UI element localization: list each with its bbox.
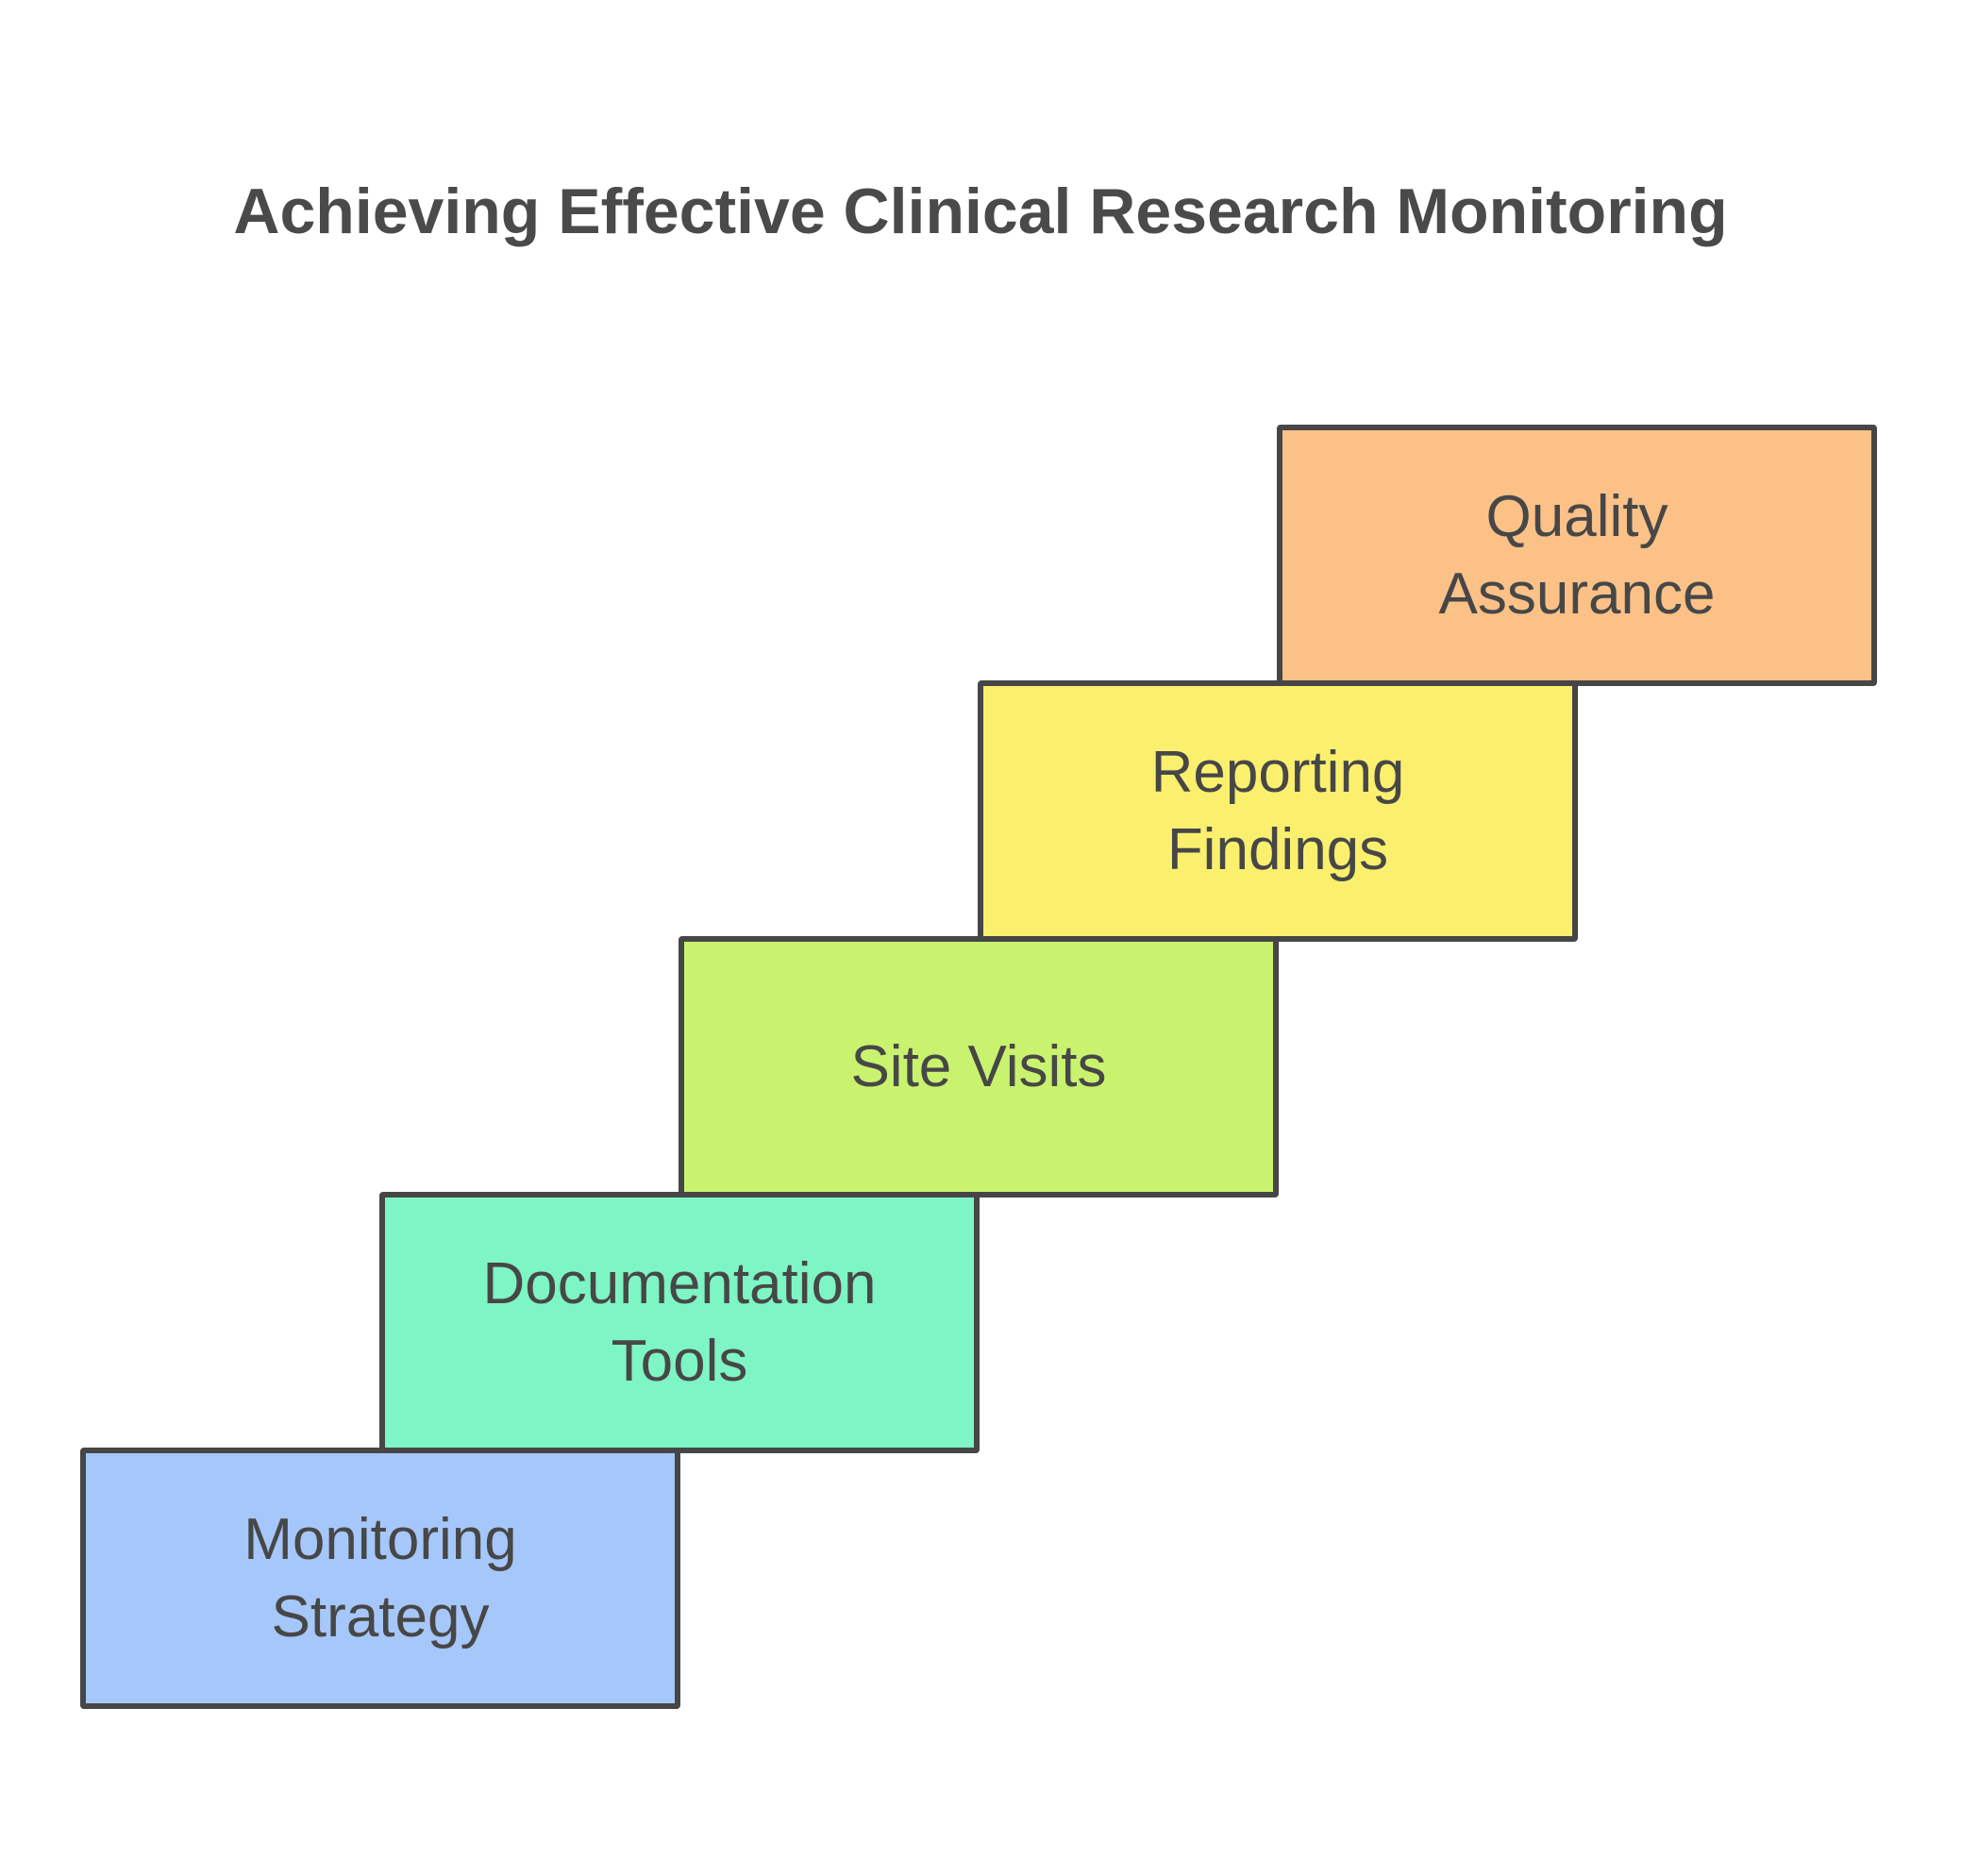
step-site-visits: Site Visits (679, 936, 1279, 1198)
step-label-quality-assurance: Quality Assurance (1438, 483, 1716, 627)
step-reporting-findings: Reporting Findings (978, 680, 1578, 942)
step-label-site-visits: Site Visits (850, 1033, 1107, 1099)
step-label-documentation-tools: Documentation Tools (482, 1250, 877, 1394)
step-quality-assurance: Quality Assurance (1277, 425, 1877, 686)
step-label-reporting-findings: Reporting Findings (1150, 739, 1405, 882)
step-documentation-tools: Documentation Tools (379, 1192, 980, 1453)
step-label-monitoring-strategy: Monitoring Strategy (243, 1506, 517, 1650)
diagram-title: Achieving Effective Clinical Research Mo… (233, 176, 1728, 247)
step-monitoring-strategy: Monitoring Strategy (80, 1448, 680, 1709)
